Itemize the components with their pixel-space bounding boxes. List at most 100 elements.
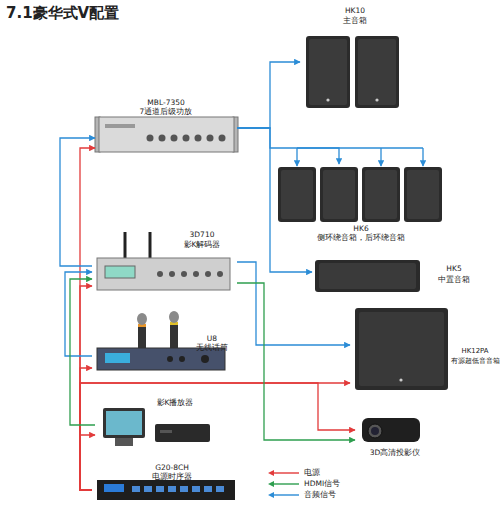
legend-arrowhead bbox=[268, 470, 274, 476]
signal-connector bbox=[80, 383, 355, 490]
amplifier-part bbox=[207, 135, 214, 142]
subwoofer-part bbox=[359, 312, 444, 386]
signal-connector bbox=[80, 286, 92, 490]
decoder-part bbox=[193, 271, 199, 277]
amplifier-part bbox=[159, 135, 166, 142]
main-speakers-part bbox=[306, 36, 350, 108]
power-sequencer-part bbox=[168, 486, 176, 492]
signal-connector bbox=[80, 148, 95, 490]
signal-connector bbox=[237, 128, 339, 164]
amplifier-part bbox=[147, 135, 154, 142]
surround-speakers-part bbox=[362, 167, 400, 222]
device-node: 3D高清投影仪 bbox=[355, 412, 435, 462]
main-speakers-part bbox=[309, 39, 347, 105]
karaoke-player-part bbox=[160, 430, 172, 433]
karaoke-player-part bbox=[103, 408, 145, 438]
power-sequencer-part bbox=[192, 486, 200, 492]
main-speakers-part bbox=[375, 98, 378, 101]
device-node: 影K播放器 bbox=[95, 396, 215, 446]
device-label: 主音箱 bbox=[300, 16, 410, 25]
device-label: 有源超低音音箱 bbox=[450, 357, 500, 365]
karaoke-player-part bbox=[115, 438, 133, 446]
device-node: MBL-73507通道后级功放 bbox=[95, 96, 237, 156]
decoder-part bbox=[205, 271, 211, 277]
wireless-mic-part bbox=[201, 355, 209, 363]
decoder-part bbox=[217, 271, 223, 277]
power-sequencer-part bbox=[156, 486, 164, 492]
decoder-part bbox=[181, 271, 187, 277]
device-label: 无线话筒 bbox=[192, 343, 232, 352]
surround-bus-wire-part bbox=[380, 148, 381, 166]
power-sequencer-part bbox=[144, 486, 152, 492]
center-speaker-part bbox=[315, 260, 420, 292]
device-label: 电源时序器 bbox=[132, 472, 212, 481]
legend-text: HDMI信号 bbox=[304, 479, 340, 488]
signal-connector bbox=[80, 435, 95, 490]
decoder-part bbox=[124, 232, 127, 258]
signal-connector bbox=[80, 383, 350, 490]
decoder-part bbox=[169, 271, 175, 277]
surround-bus-wire-part bbox=[422, 148, 423, 166]
device-node: HK5中置音箱 bbox=[312, 258, 487, 294]
device-label: 侧环绕音箱，后环绕音箱 bbox=[272, 233, 450, 242]
signal-connector bbox=[237, 283, 355, 440]
subwoofer-part bbox=[399, 378, 402, 381]
diagram-title: 7.1豪华式V配置 bbox=[6, 4, 119, 23]
device-node: 3D710影K解码器 bbox=[92, 228, 237, 296]
signal-connector bbox=[80, 368, 92, 490]
model-label: MBL-7350 bbox=[95, 98, 237, 107]
legend-arrowhead bbox=[268, 492, 274, 498]
model-label: HK6 bbox=[272, 224, 450, 233]
device-node: G20-8CH电源时序器 bbox=[92, 462, 237, 502]
signal-connector bbox=[237, 62, 300, 128]
surround-bus-wire-part bbox=[296, 148, 297, 166]
legend-line bbox=[272, 483, 299, 484]
karaoke-player bbox=[103, 408, 210, 446]
projector-part bbox=[368, 424, 382, 438]
signal-connector bbox=[70, 279, 95, 425]
device-node: U8无线话筒 bbox=[92, 312, 232, 374]
wireless-mic-part bbox=[105, 353, 130, 363]
power-sequencer-part bbox=[204, 486, 212, 492]
wireless-mic-part bbox=[179, 356, 185, 362]
device-node: HK6侧环绕音箱，后环绕音箱 bbox=[272, 164, 450, 242]
decoder-part bbox=[157, 271, 163, 277]
signal-connector bbox=[237, 128, 312, 272]
surround-speakers-part bbox=[365, 170, 397, 219]
device-label: 7通道后级功放 bbox=[95, 107, 237, 116]
decoder-part bbox=[97, 258, 230, 290]
power-sequencer-part bbox=[132, 486, 140, 492]
amplifier-part bbox=[219, 135, 226, 142]
amplifier-part bbox=[171, 135, 178, 142]
wireless-mic-part bbox=[170, 322, 178, 348]
signal-connector bbox=[237, 262, 350, 345]
wireless-mic-part bbox=[169, 311, 179, 323]
surround-speakers-part bbox=[281, 170, 313, 219]
amplifier-part bbox=[195, 135, 202, 142]
signal-connector bbox=[60, 138, 95, 266]
projector-part bbox=[371, 427, 379, 435]
decoder-part bbox=[149, 232, 152, 258]
main-speakers bbox=[306, 36, 399, 108]
amplifier bbox=[95, 117, 238, 152]
legend-text: 音频信号 bbox=[304, 490, 336, 499]
surround-bus-wire-part bbox=[297, 147, 423, 148]
device-node: HK12PA 有源超低音音箱 bbox=[350, 305, 500, 395]
device-node: HK10主音箱 bbox=[300, 2, 410, 110]
device-label: 中置音箱 bbox=[424, 275, 484, 284]
model-label: 3D710 bbox=[167, 230, 237, 239]
center-speaker bbox=[315, 260, 420, 292]
legend-swatch bbox=[268, 491, 300, 499]
surround-speakers-part bbox=[323, 170, 355, 219]
power-sequencer-part bbox=[104, 484, 124, 492]
wireless-mic bbox=[97, 311, 225, 370]
projector-part bbox=[362, 418, 420, 442]
wireless-mic-part bbox=[137, 313, 147, 325]
model-label: HK12PA bbox=[450, 347, 500, 355]
subwoofer bbox=[355, 308, 448, 390]
subwoofer-part bbox=[355, 308, 448, 390]
surround-speakers bbox=[278, 167, 442, 222]
